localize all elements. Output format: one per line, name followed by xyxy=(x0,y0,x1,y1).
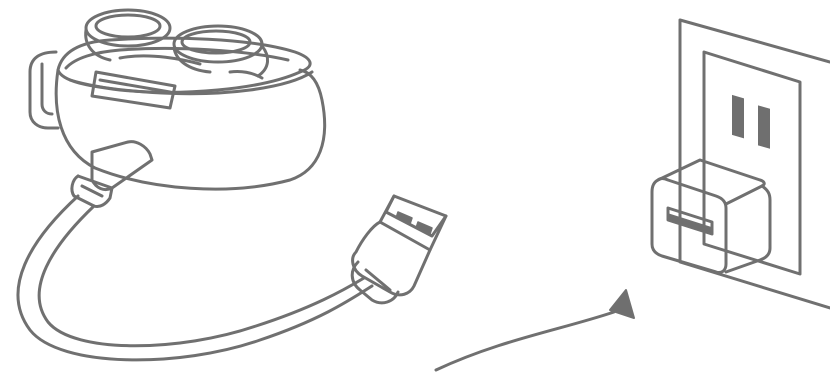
earbuds-charging-case xyxy=(30,10,325,189)
cable-inner xyxy=(39,206,364,346)
case-clip xyxy=(30,52,58,128)
usb-a-plug xyxy=(352,196,446,303)
usb-cable xyxy=(18,142,446,360)
wall-outlet xyxy=(680,20,830,308)
outlet-slot-left xyxy=(732,95,744,138)
outlet-slot-right xyxy=(758,105,770,148)
connect-arrow xyxy=(436,290,634,370)
usb-wall-adapter xyxy=(652,160,770,273)
outlet-inner-plate xyxy=(704,52,800,274)
